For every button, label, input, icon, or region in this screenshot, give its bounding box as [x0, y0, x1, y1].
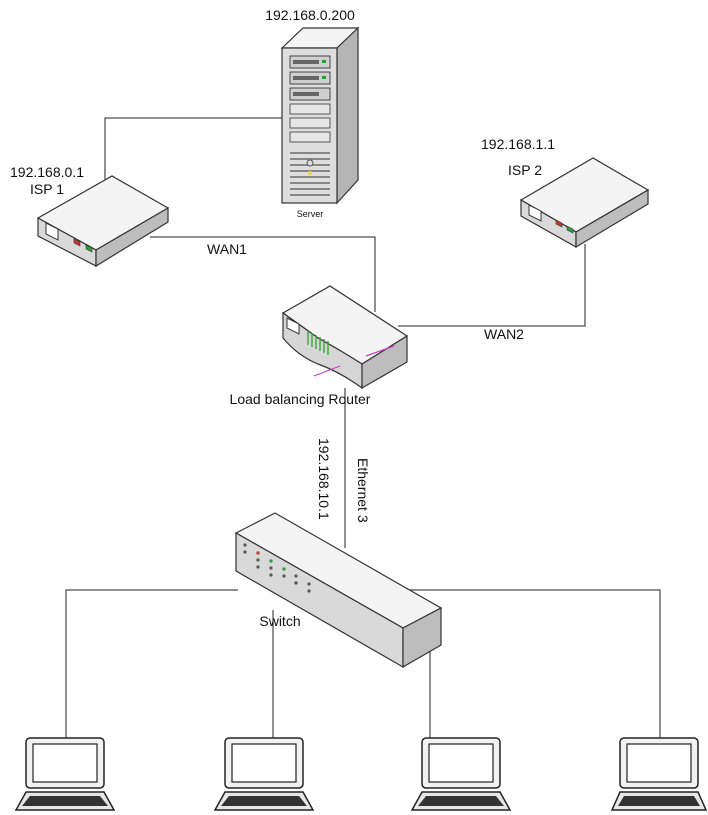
switch-laptop1-link	[65, 589, 238, 738]
server-icon	[280, 26, 360, 205]
server-isp1-link	[104, 117, 282, 188]
isp1-name-label: ISP 1	[30, 181, 64, 197]
router-switch-ip-label: 192.168.10.1	[316, 438, 332, 520]
router-switch-port-label: Ethernet 3	[355, 458, 371, 523]
isp1-ip-label: 192.168.0.1	[10, 164, 84, 180]
server-label: Server	[297, 209, 324, 219]
wan2-link	[398, 244, 586, 327]
wan2-label: WAN2	[484, 326, 524, 342]
laptop-3-icon	[410, 737, 512, 811]
wan1-label: WAN1	[207, 241, 247, 257]
router-label: Load balancing Router	[230, 391, 371, 407]
laptop-1-icon	[14, 737, 116, 811]
isp1-modem-icon	[36, 175, 170, 268]
router-icon	[281, 285, 409, 390]
server-ip-label: 192.168.0.200	[265, 7, 355, 23]
switch-laptop4-link	[410, 589, 661, 738]
connections	[65, 117, 661, 738]
switch-label: Switch	[259, 613, 300, 629]
isp2-ip-label: 192.168.1.1	[481, 136, 555, 152]
laptop-2-icon	[213, 737, 315, 811]
isp2-name-label: ISP 2	[508, 162, 542, 178]
laptop-4-icon	[610, 737, 708, 811]
wan1-link	[150, 236, 376, 312]
switch-icon	[234, 512, 443, 669]
isp2-modem-icon	[519, 157, 650, 249]
